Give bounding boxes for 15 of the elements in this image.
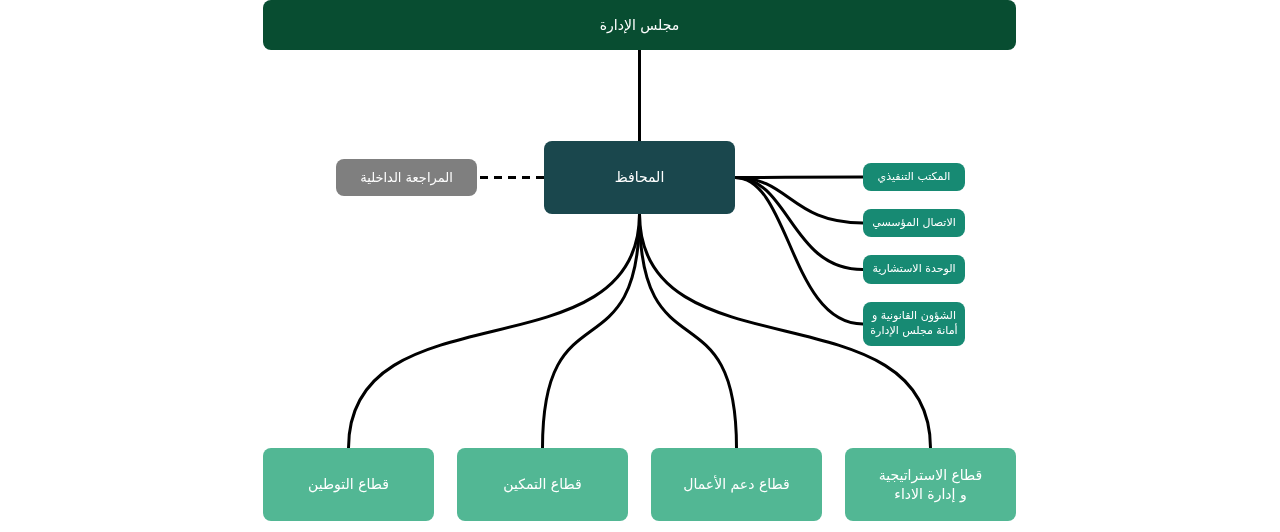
sector-box: قطاع دعم الأعمال <box>651 448 822 521</box>
unit-box: الاتصال المؤسسي <box>863 209 965 237</box>
board-box: مجلس الإدارة <box>263 0 1016 50</box>
connector <box>638 213 932 449</box>
connector <box>477 176 544 179</box>
unit-box: الوحدة الاستشارية <box>863 255 965 284</box>
governor-box: المحافظ <box>544 141 735 214</box>
unit-box: المكتب التنفيذي <box>863 163 965 191</box>
connector <box>734 176 864 326</box>
unit-box: المراجعة الداخلية <box>336 159 477 196</box>
sector-box: قطاع التوطين <box>263 448 434 521</box>
unit-box: الشؤون القانونية و أمانة مجلس الإدارة <box>863 302 965 346</box>
connector <box>638 50 641 141</box>
sector-box: قطاع الاستراتيجية و إدارة الاداء <box>845 448 1016 521</box>
sector-box: قطاع التمكين <box>457 448 628 521</box>
